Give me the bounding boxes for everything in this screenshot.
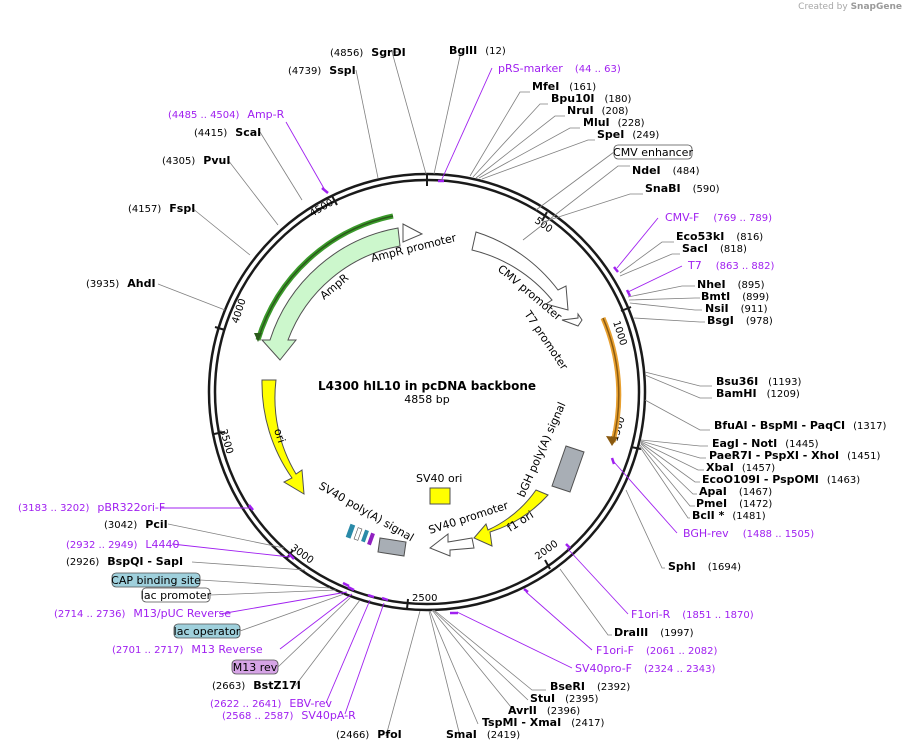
tick-label: 4000	[230, 297, 248, 325]
primer-label: pRS-marker(44 .. 63)	[498, 62, 621, 75]
site-label: BseRI(2392)	[550, 680, 630, 693]
boxed-labels: CMV enhancer CAP binding site lac promot…	[111, 144, 693, 675]
site-label: (3935)AhdI	[86, 277, 156, 290]
site-label: (2926)BspQI - SapI	[66, 555, 183, 568]
feature-ampr	[260, 227, 401, 361]
label-t7-promoter: T7 promoter	[521, 308, 571, 373]
site-label: NruI(208)	[567, 104, 629, 117]
primer-labels: pRS-marker(44 .. 63) CMV-F(769 .. 789) T…	[18, 62, 814, 722]
map-title: L4300 hIL10 in pcDNA backbone	[318, 379, 536, 393]
ruler-ticks	[213, 174, 642, 610]
primer-label: F1ori-R(1851 .. 1870)	[631, 608, 754, 621]
site-label: (2466)PfoI	[336, 728, 402, 741]
site-label: (4415)ScaI	[194, 126, 261, 139]
site-label: BamHI(1209)	[716, 387, 800, 400]
feature-ori	[261, 379, 305, 495]
site-label: NdeI(484)	[632, 164, 700, 177]
site-label: SphI(1694)	[668, 560, 741, 573]
site-label: XbaI(1457)	[706, 461, 775, 474]
site-label: ApaI(1467)	[699, 485, 772, 498]
site-label: (4305)PvuI	[162, 154, 230, 167]
map-length: 4858 bp	[404, 393, 449, 406]
primer-label: CMV-F(769 .. 789)	[665, 211, 772, 224]
site-label: (4856)SgrDI	[330, 46, 406, 59]
feature-ampr-promoter	[402, 223, 424, 243]
primer-label: (2714 .. 2736)M13/pUC Reverse	[54, 607, 231, 620]
site-label: BfuAI - BspMI - PaqCI(1317)	[714, 419, 886, 432]
label-sv40-ori: SV40 ori	[416, 472, 462, 485]
map-center: L4300 hIL10 in pcDNA backbone 4858 bp	[318, 379, 536, 406]
svg-text:lac operator: lac operator	[174, 625, 241, 638]
primer-label: SV40pro-F(2324 .. 2343)	[575, 662, 716, 675]
feature-arcs	[254, 213, 622, 557]
site-label: BglII(12)	[449, 44, 506, 57]
feature-sv40-ori	[429, 487, 451, 505]
tick-label: 2500	[412, 593, 437, 604]
site-label: Bpu10I(180)	[551, 92, 631, 105]
svg-text:lac promoter: lac promoter	[141, 589, 212, 602]
primer-label: BGH-rev(1488 .. 1505)	[683, 527, 814, 540]
boxed-label-lac-operator: lac operator	[173, 593, 345, 639]
site-label: PmeI(1472)	[696, 497, 772, 510]
site-label: EcoO109I - PspOMI(1463)	[702, 473, 860, 486]
label-ori: ori	[271, 427, 288, 445]
site-label: (4157)FspI	[128, 202, 195, 215]
primer-leader-lines	[160, 67, 683, 715]
primer-markers	[248, 179, 632, 615]
feature-cmv-promoter	[471, 231, 569, 311]
site-label: EagI - NotI(1445)	[712, 437, 819, 450]
credit-prefix: Created by	[798, 2, 848, 12]
feature-t7-promoter	[561, 312, 583, 327]
credit-brand: SnapGene	[850, 2, 902, 12]
site-label: SpeI(249)	[597, 128, 659, 141]
svg-text:CAP binding site: CAP binding site	[111, 574, 201, 587]
boxed-label-m13-rev: M13 rev	[231, 597, 351, 675]
feature-sv40-promoter	[429, 532, 475, 557]
svg-text:CMV enhancer: CMV enhancer	[613, 146, 693, 159]
primer-label: (4485 .. 4504)Amp-R	[168, 108, 285, 121]
boxed-label-cmv-enhancer: CMV enhancer	[535, 144, 693, 211]
site-label: StuI(2395)	[530, 692, 598, 705]
site-label: TspMI - XmaI(2417)	[482, 716, 605, 729]
site-label: AvrII(2396)	[508, 704, 580, 717]
site-label: MfeI(161)	[532, 80, 596, 93]
site-label: Eco53kI(816)	[676, 230, 763, 243]
site-label: MluI(228)	[583, 116, 645, 129]
boxed-label-lac-promoter: lac promoter	[141, 587, 337, 603]
primer-label: (3183 .. 3202)pBR322ori-F	[18, 501, 165, 514]
site-label: (4739)SspI	[288, 64, 356, 77]
snapgene-credit: Created by SnapGene	[798, 2, 902, 12]
site-label: NsiI(911)	[705, 302, 768, 315]
site-label: NheI(895)	[697, 278, 765, 291]
primer-label: (2701 .. 2717)M13 Reverse	[112, 643, 263, 656]
site-label: (3042)PciI	[104, 518, 168, 531]
primer-label: F1ori-F(2061 .. 2082)	[596, 644, 717, 657]
site-leader-lines	[157, 51, 712, 737]
feature-bgh-polya	[551, 445, 585, 493]
primer-label: (2932 .. 2949)L4440	[66, 538, 180, 551]
feature-sv40-polya	[377, 537, 407, 557]
svg-text:M13 rev: M13 rev	[233, 661, 278, 674]
site-label: SnaBI(590)	[645, 182, 720, 195]
primer-label: T7(863 .. 882)	[687, 259, 775, 272]
primer-label: (2622 .. 2641)EBV-rev	[210, 697, 332, 710]
feature-f1-ori	[473, 489, 549, 547]
site-label: (2663)BstZ17I	[212, 679, 301, 692]
site-label: SacI(818)	[682, 242, 747, 255]
site-label: BsgI(978)	[707, 314, 773, 327]
site-label: Bsu36I(1193)	[716, 375, 802, 388]
boxed-label-cap-binding-site: CAP binding site	[111, 572, 331, 589]
site-label: DraIII(1997)	[614, 626, 694, 639]
site-label: PaeR7I - PspXI - XhoI(1451)	[709, 449, 881, 462]
site-label: BmtI(899)	[701, 290, 769, 303]
site-label: BclI *(1481)	[692, 509, 766, 522]
site-labels: BglII(12) MfeI(161) Bpu10I(180) NruI(208…	[66, 44, 886, 741]
primer-label: (2568 .. 2587)SV40pA-R	[222, 709, 356, 722]
site-label: SmaI(2419)	[446, 728, 520, 741]
